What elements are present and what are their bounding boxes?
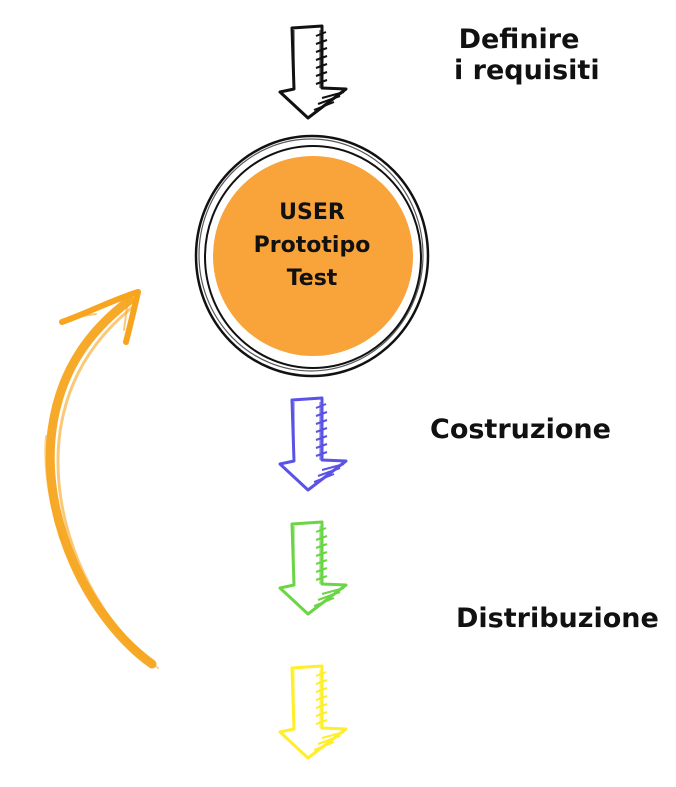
core-circle (194, 134, 430, 378)
build-arrow-icon (278, 396, 348, 492)
define-arrow-icon (278, 24, 348, 120)
build-label: Costruzione (430, 414, 611, 445)
core-line-user: USER (279, 200, 345, 225)
core-circle-label: USER Prototipo Test (212, 196, 412, 295)
deploy-arrow-icon (278, 520, 348, 616)
deploy-label: Distribuzione (456, 603, 659, 634)
loop-arrow-icon (44, 289, 159, 669)
core-circle-fill (213, 156, 413, 356)
define-line-1: Definire (458, 24, 580, 55)
core-line-prototype: Prototipo (253, 233, 371, 258)
define-requirements-label: Definire i requisiti (454, 24, 600, 87)
define-line-2: i requisiti (454, 55, 600, 87)
core-line-test: Test (286, 266, 338, 291)
final-arrow-icon (278, 664, 348, 760)
